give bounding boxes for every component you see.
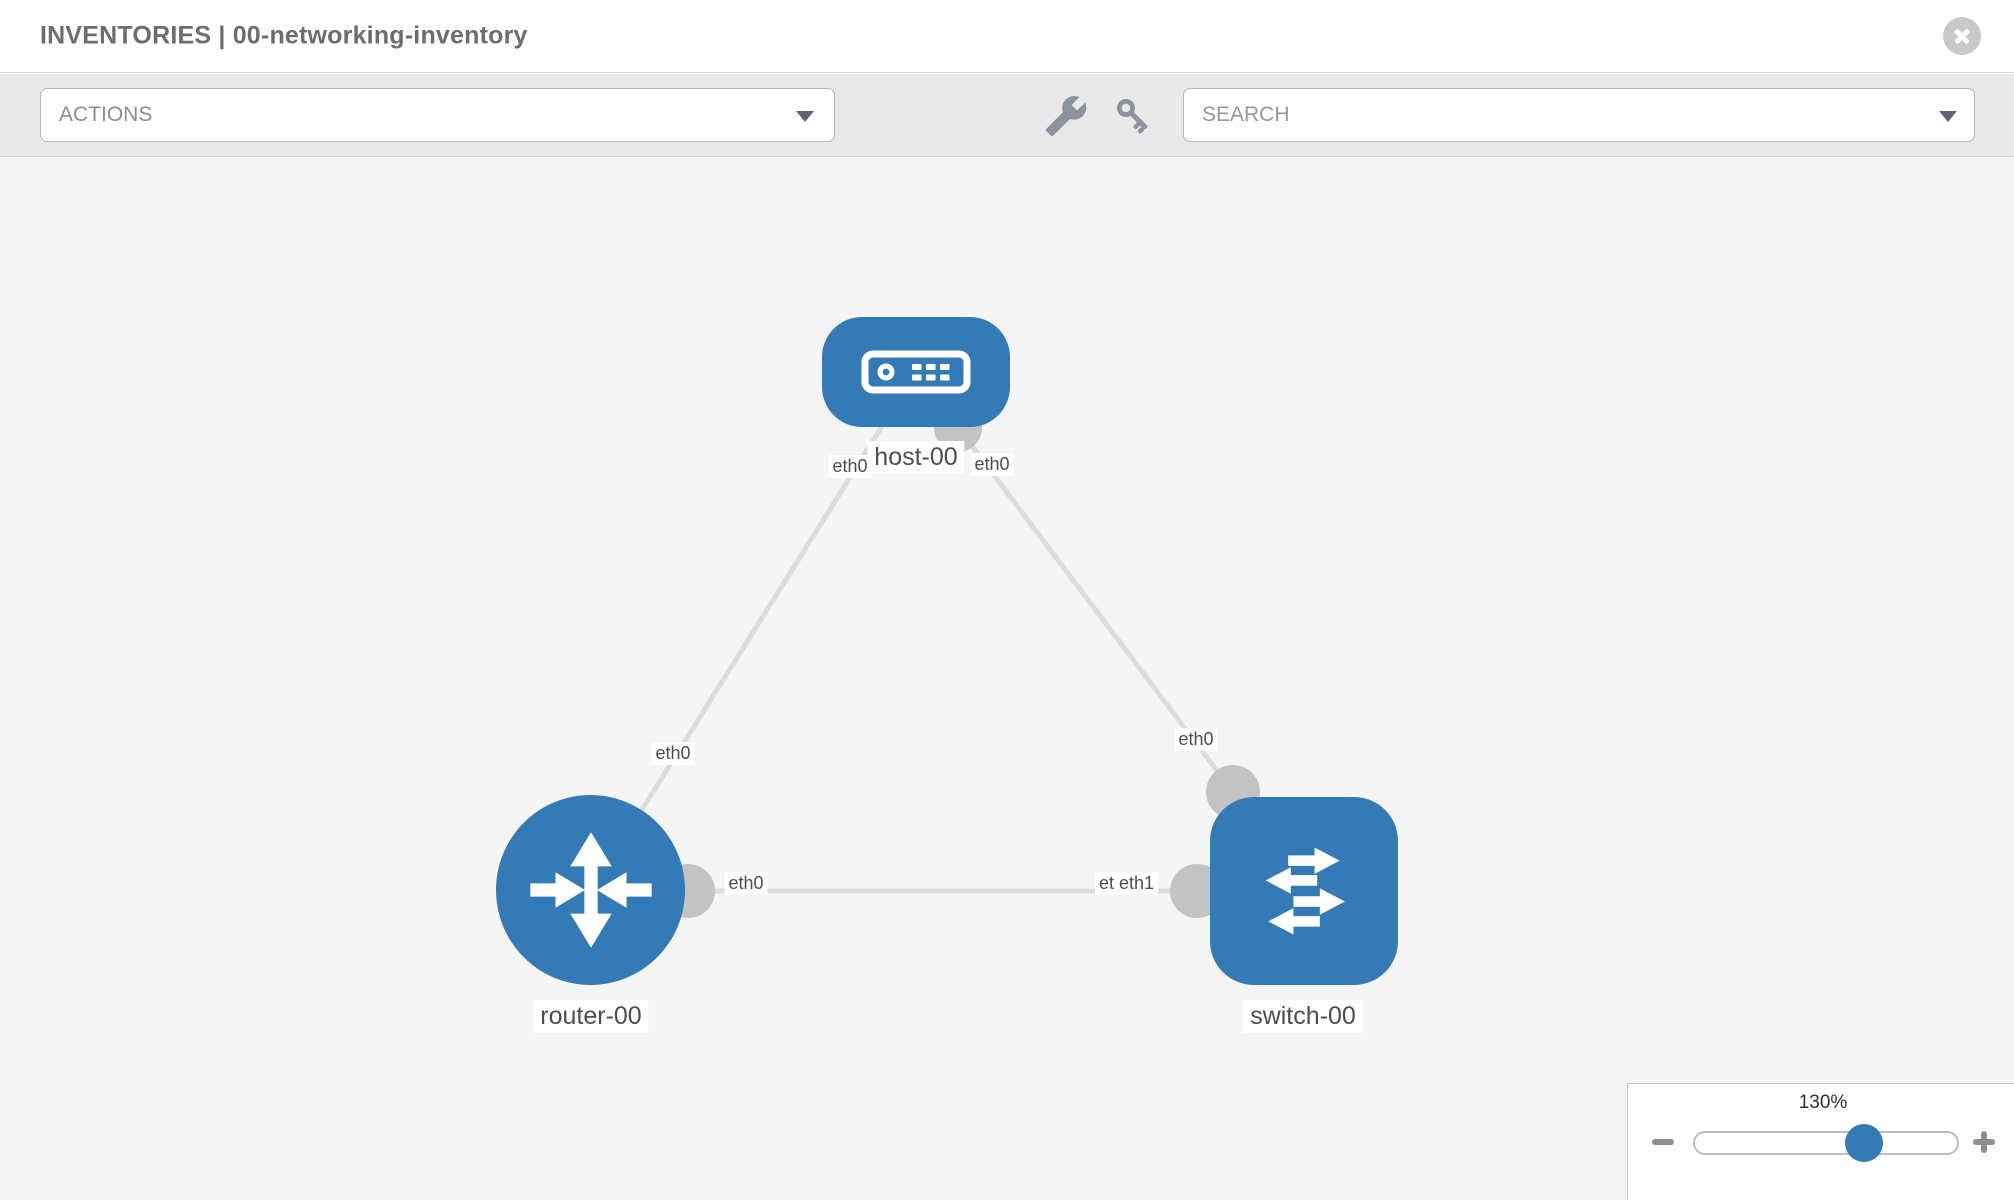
- zoom-slider-handle[interactable]: [1845, 1124, 1883, 1162]
- header-bar: INVENTORIES | 00-networking-inventory: [0, 0, 2014, 73]
- close-button[interactable]: [1943, 17, 1981, 55]
- interface-label-switch-overlap: eth0 eth1: [1095, 872, 1185, 898]
- router-icon: [529, 832, 652, 948]
- chevron-down-icon: [1939, 111, 1957, 122]
- topology-canvas[interactable]: host-00 router-00 switch-00 eth0 eth0 et…: [0, 158, 2014, 1200]
- search-input[interactable]: [1202, 90, 1902, 140]
- search-dropdown[interactable]: [1183, 88, 1975, 142]
- node-router[interactable]: [496, 795, 685, 985]
- interface-label-host-right: eth0: [970, 453, 1014, 476]
- node-label-router: router-00: [533, 1000, 649, 1033]
- node-host[interactable]: [822, 317, 1010, 427]
- actions-dropdown[interactable]: ACTIONS: [40, 88, 835, 142]
- node-label-switch: switch-00: [1243, 1000, 1363, 1033]
- node-switch[interactable]: [1210, 797, 1398, 985]
- key-icon: [1116, 98, 1148, 134]
- interface-label-router-port: eth0: [724, 872, 768, 895]
- zoom-value: 130%: [1798, 1092, 1848, 1113]
- page-title: INVENTORIES | 00-networking-inventory: [40, 21, 528, 50]
- credentials-button[interactable]: [1112, 94, 1156, 138]
- switch-icon: [1265, 847, 1345, 935]
- toolbar: ACTIONS: [0, 74, 2014, 157]
- host-icon: [861, 350, 971, 394]
- zoom-slider-track[interactable]: [1693, 1131, 1959, 1155]
- wrench-icon: [1045, 96, 1087, 137]
- links-layer: [588, 370, 1304, 894]
- zoom-panel: 130%: [1627, 1083, 2014, 1200]
- interface-label-switch-eth1: eth1: [1115, 872, 1159, 895]
- interface-label-link-host-switch: eth0: [1174, 728, 1218, 751]
- interface-label-link-host-router: eth0: [651, 742, 695, 765]
- tools-button[interactable]: [1044, 94, 1088, 138]
- interface-label-host-left: eth0: [828, 455, 872, 478]
- zoom-in-button[interactable]: [1968, 1126, 2000, 1158]
- zoom-out-button[interactable]: [1652, 1139, 1674, 1145]
- node-label-host: host-00: [867, 441, 965, 474]
- actions-dropdown-label: ACTIONS: [59, 103, 153, 126]
- chevron-down-icon: [796, 111, 814, 122]
